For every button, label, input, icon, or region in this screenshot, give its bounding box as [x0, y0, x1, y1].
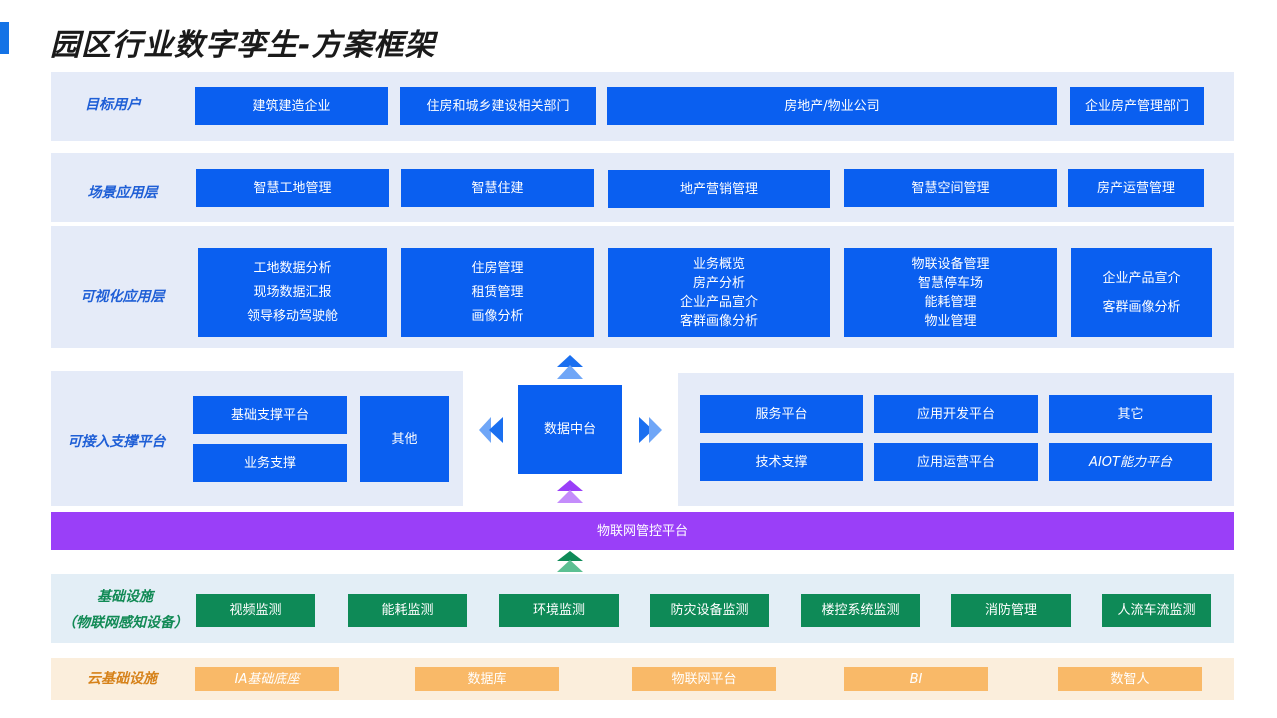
visual-item: 现场数据汇报	[253, 285, 332, 300]
support-right-band	[678, 373, 1234, 506]
visual-item: 物联设备管理	[911, 256, 990, 272]
target-user-item: 建筑建造企业	[195, 87, 388, 125]
facility-label-line2: （物联网感知设备）	[62, 615, 188, 631]
visual-group: 企业产品宣介 客群画像分析	[1071, 248, 1212, 337]
visual-group: 工地数据分析 现场数据汇报 领导移动驾驶舱	[198, 248, 387, 337]
scenario-item: 智慧工地管理	[196, 169, 389, 207]
target-user-item: 企业房产管理部门	[1070, 87, 1204, 125]
up-arrow-icon	[557, 355, 583, 379]
visual-item: 智慧停车场	[917, 275, 983, 291]
support-other: 其他	[360, 396, 449, 482]
title-accent-bar	[0, 22, 9, 54]
cloud-item: 数据库	[415, 667, 559, 691]
cloud-label: 云基础设施	[87, 671, 157, 687]
visual-label: 可视化应用层	[80, 289, 165, 305]
up-arrow-icon	[557, 551, 583, 572]
visual-item: 业务概览	[692, 256, 745, 272]
facility-label-line1: 基础设施	[97, 589, 153, 605]
support-item: 应用开发平台	[874, 395, 1038, 433]
support-item: AIOT能力平台	[1049, 443, 1212, 481]
visual-item: 住房管理	[471, 261, 524, 276]
support-item: 技术支撑	[700, 443, 863, 481]
facility-label: 基础设施 （物联网感知设备）	[51, 584, 199, 636]
visual-item: 能耗管理	[924, 294, 977, 310]
support-item: 服务平台	[700, 395, 863, 433]
cloud-item: 数智人	[1058, 667, 1202, 691]
support-item: 应用运营平台	[874, 443, 1038, 481]
scenario-item: 智慧空间管理	[844, 169, 1057, 207]
scenario-item: 地产营销管理	[608, 170, 830, 208]
facility-item: 防灾设备监测	[650, 594, 769, 627]
facility-item: 环境监测	[499, 594, 619, 627]
cloud-item: 物联网平台	[632, 667, 776, 691]
visual-item: 企业产品宣介	[679, 294, 758, 310]
target-user-item: 住房和城乡建设相关部门	[400, 87, 596, 125]
scenario-label: 场景应用层	[87, 185, 158, 201]
scenario-item: 房产运营管理	[1068, 169, 1204, 207]
visual-item: 物业管理	[924, 313, 977, 329]
page-title: 园区行业数字孪生-方案框架	[50, 28, 436, 63]
visual-group: 物联设备管理 智慧停车场 能耗管理 物业管理	[844, 248, 1057, 337]
right-arrow-icon	[639, 417, 662, 443]
support-item: 业务支撑	[193, 444, 347, 482]
visual-item: 企业产品宣介	[1102, 270, 1181, 286]
visual-item: 客群画像分析	[1102, 299, 1181, 315]
left-arrow-icon	[479, 417, 503, 443]
facility-item: 楼控系统监测	[801, 594, 920, 627]
cloud-item: IA基础底座	[195, 667, 339, 691]
facility-item: 人流车流监测	[1102, 594, 1211, 627]
visual-group: 住房管理 租赁管理 画像分析	[401, 248, 594, 337]
target-user-item: 房地产/物业公司	[607, 87, 1057, 125]
data-center-box: 数据中台	[518, 385, 622, 474]
up-arrow-icon	[557, 480, 583, 503]
iot-platform-bar: 物联网管控平台	[51, 512, 1234, 550]
target-users-label: 目标用户	[85, 97, 141, 113]
visual-item: 租赁管理	[471, 285, 524, 300]
facility-item: 消防管理	[951, 594, 1071, 627]
facility-item: 能耗监测	[348, 594, 467, 627]
support-label: 可接入支撑平台	[67, 434, 166, 450]
scenario-item: 智慧住建	[401, 169, 594, 207]
visual-item: 领导移动驾驶舱	[246, 309, 338, 324]
support-item: 其它	[1049, 395, 1212, 433]
visual-item: 客群画像分析	[679, 313, 758, 329]
visual-item: 工地数据分析	[253, 261, 332, 276]
visual-group: 业务概览 房产分析 企业产品宣介 客群画像分析	[608, 248, 830, 337]
visual-item: 画像分析	[471, 309, 524, 324]
visual-item: 房产分析	[692, 275, 745, 291]
facility-item: 视频监测	[196, 594, 315, 627]
support-item: 基础支撑平台	[193, 396, 347, 434]
cloud-item: BI	[844, 667, 988, 691]
